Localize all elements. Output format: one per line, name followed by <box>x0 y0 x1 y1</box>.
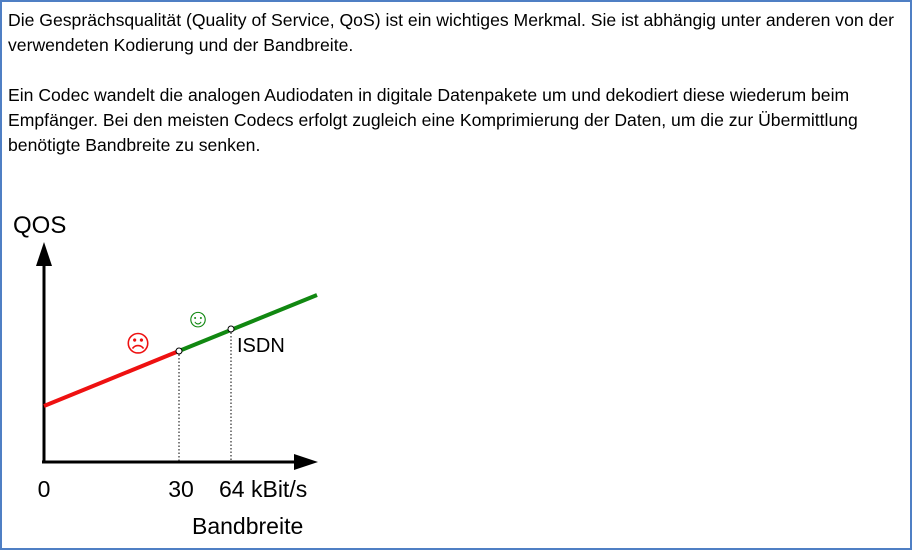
isdn-label: ISDN <box>237 335 285 357</box>
y-axis-arrow <box>36 242 52 266</box>
tick-label-30: 30 <box>168 476 194 502</box>
happy-face-icon: ☺ <box>185 303 212 333</box>
marker-64 <box>227 325 235 333</box>
tick-label-0: 0 <box>38 476 51 502</box>
paragraph-qos: Die Gesprächsqualität (Quality of Servic… <box>8 10 894 55</box>
tick-label-64: 64 kBit/s <box>219 476 307 502</box>
marker-30 <box>175 347 183 355</box>
good-quality-segment <box>178 293 318 353</box>
x-axis-label: Bandbreite <box>192 513 303 539</box>
text-block: Die Gesprächsqualität (Quality of Servic… <box>8 8 898 183</box>
sad-face-icon: ☹ <box>125 331 150 358</box>
paragraph-codec: Ein Codec wandelt die analogen Audiodate… <box>8 85 858 155</box>
y-axis-label: QOS <box>13 212 66 239</box>
low-quality-segment <box>43 349 180 408</box>
x-axis-arrow <box>294 454 318 470</box>
